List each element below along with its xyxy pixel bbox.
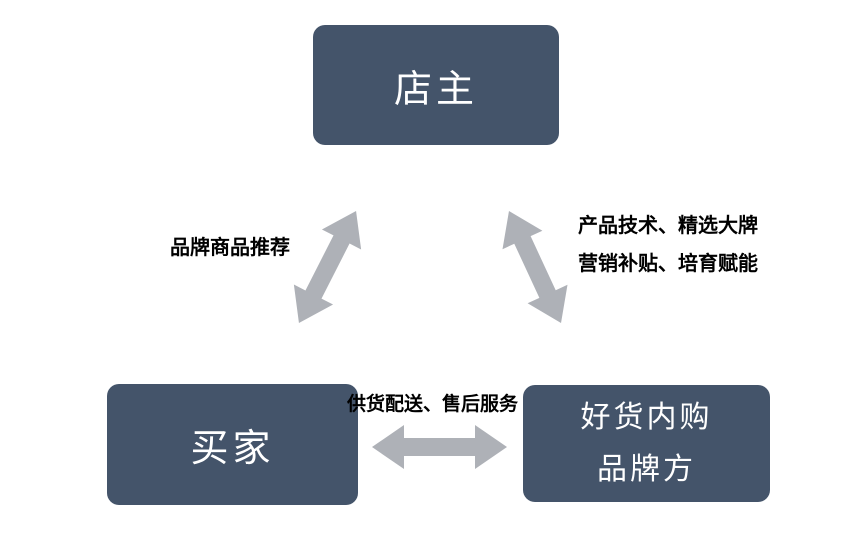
node-shop-owner-label: 店主 — [393, 68, 478, 111]
edge-label-buyer-brand: 供货配送、售后服务 — [347, 394, 519, 415]
edge-label-buyer-shopowner: 品牌商品推荐 — [170, 237, 290, 259]
node-shop-owner: 店主 — [313, 25, 559, 145]
node-brand-label-line2: 品牌方 — [597, 452, 696, 486]
edge-label-brand-shopowner-line2: 营销补贴、培育赋能 — [578, 253, 758, 275]
buyer-brand-arrow — [372, 425, 507, 469]
node-buyer-label: 买家 — [190, 428, 275, 470]
node-brand-label-line1: 好货内购 — [580, 400, 713, 434]
node-buyer: 买家 — [107, 384, 358, 505]
node-brand: 好货内购 品牌方 — [523, 385, 770, 502]
buyer-shopowner-arrow — [293, 210, 362, 324]
edge-label-brand-shopowner-line1: 产品技术、精选大牌 — [578, 215, 758, 237]
edge-label-brand-shopowner: 产品技术、精选大牌 营销补贴、培育赋能 — [578, 214, 758, 276]
brand-shopowner-arrow — [502, 210, 568, 324]
